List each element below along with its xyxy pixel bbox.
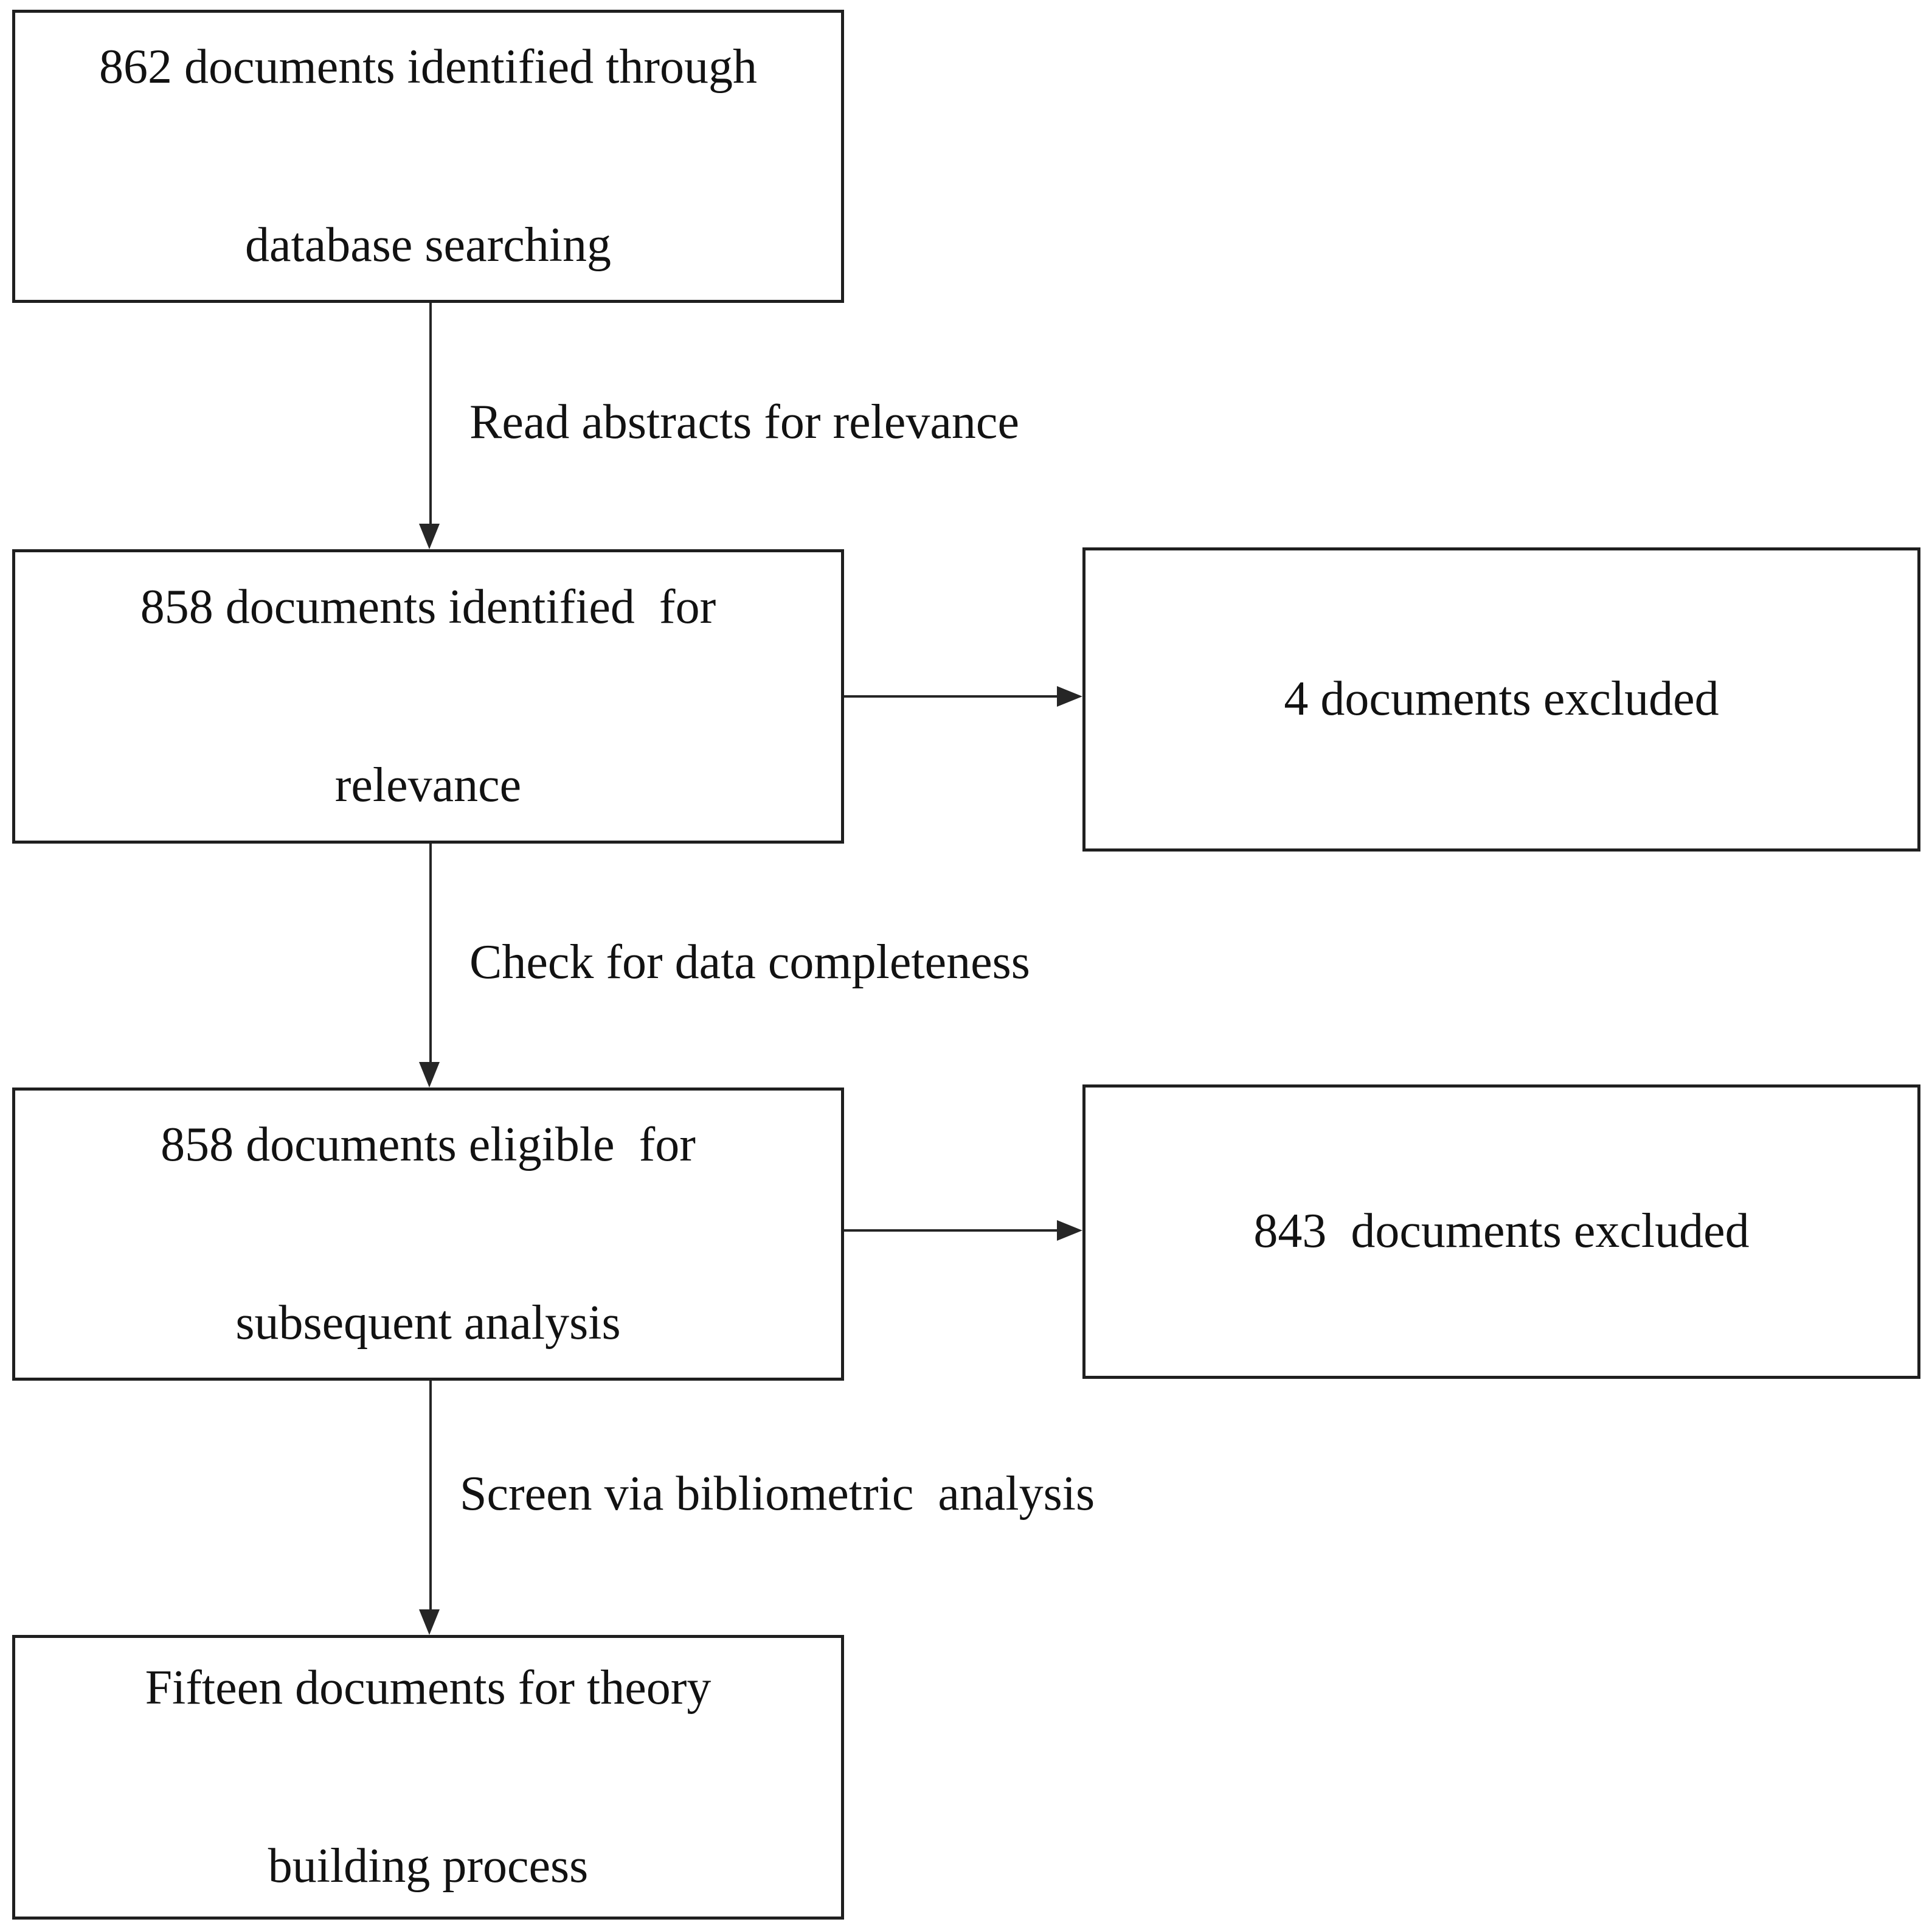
edge-label-check-completeness: Check for data completeness	[469, 935, 1030, 989]
node-documents-theory-building-text: Fifteen documents for theory building pr…	[145, 1540, 712, 1922]
text-line: Fifteen documents for theory	[145, 1660, 712, 1715]
text-line: 4 documents excluded	[1284, 672, 1719, 726]
node-documents-excluded-4: 4 documents excluded	[1082, 547, 1920, 852]
text-line: database searching	[245, 218, 611, 272]
arrow-line-down-3	[429, 1381, 432, 1612]
node-documents-identified-text: 862 documents identified through databas…	[99, 0, 757, 394]
node-documents-eligible-text: 858 documents eligible for subsequent an…	[161, 997, 696, 1472]
arrow-line-right-2	[844, 1229, 1058, 1232]
node-documents-identified: 862 documents identified through databas…	[12, 10, 844, 303]
text-line: 858 documents identified for	[140, 580, 716, 634]
arrow-line-right-1	[844, 695, 1058, 698]
text-line: 862 documents identified through	[99, 40, 758, 94]
node-documents-theory-building: Fifteen documents for theory building pr…	[12, 1635, 844, 1920]
text-line: subsequent analysis	[235, 1296, 621, 1350]
arrowhead-right-icon	[1057, 686, 1082, 707]
text-line: 858 documents eligible for	[161, 1117, 696, 1171]
node-documents-excluded-843: 843 documents excluded	[1082, 1084, 1920, 1379]
edge-label-screen-bibliometric: Screen via bibliometric analysis	[460, 1467, 1095, 1521]
node-documents-relevance: 858 documents identified for relevance	[12, 549, 844, 844]
arrowhead-down-icon	[419, 1062, 440, 1088]
node-documents-relevance-text: 858 documents identified for relevance	[140, 459, 716, 934]
text-line: 843 documents excluded	[1253, 1204, 1750, 1258]
arrowhead-down-icon	[419, 1609, 440, 1635]
node-documents-excluded-4-text: 4 documents excluded	[1284, 551, 1719, 848]
arrowhead-down-icon	[419, 524, 440, 549]
node-documents-eligible: 858 documents eligible for subsequent an…	[12, 1088, 844, 1381]
text-line: relevance	[334, 758, 522, 812]
text-line: building process	[268, 1839, 589, 1893]
arrow-line-down-2	[429, 844, 432, 1064]
edge-label-read-abstracts: Read abstracts for relevance	[469, 395, 1019, 449]
node-documents-excluded-843-text: 843 documents excluded	[1253, 1083, 1749, 1380]
arrowhead-right-icon	[1057, 1220, 1082, 1241]
arrow-line-down-1	[429, 303, 432, 526]
